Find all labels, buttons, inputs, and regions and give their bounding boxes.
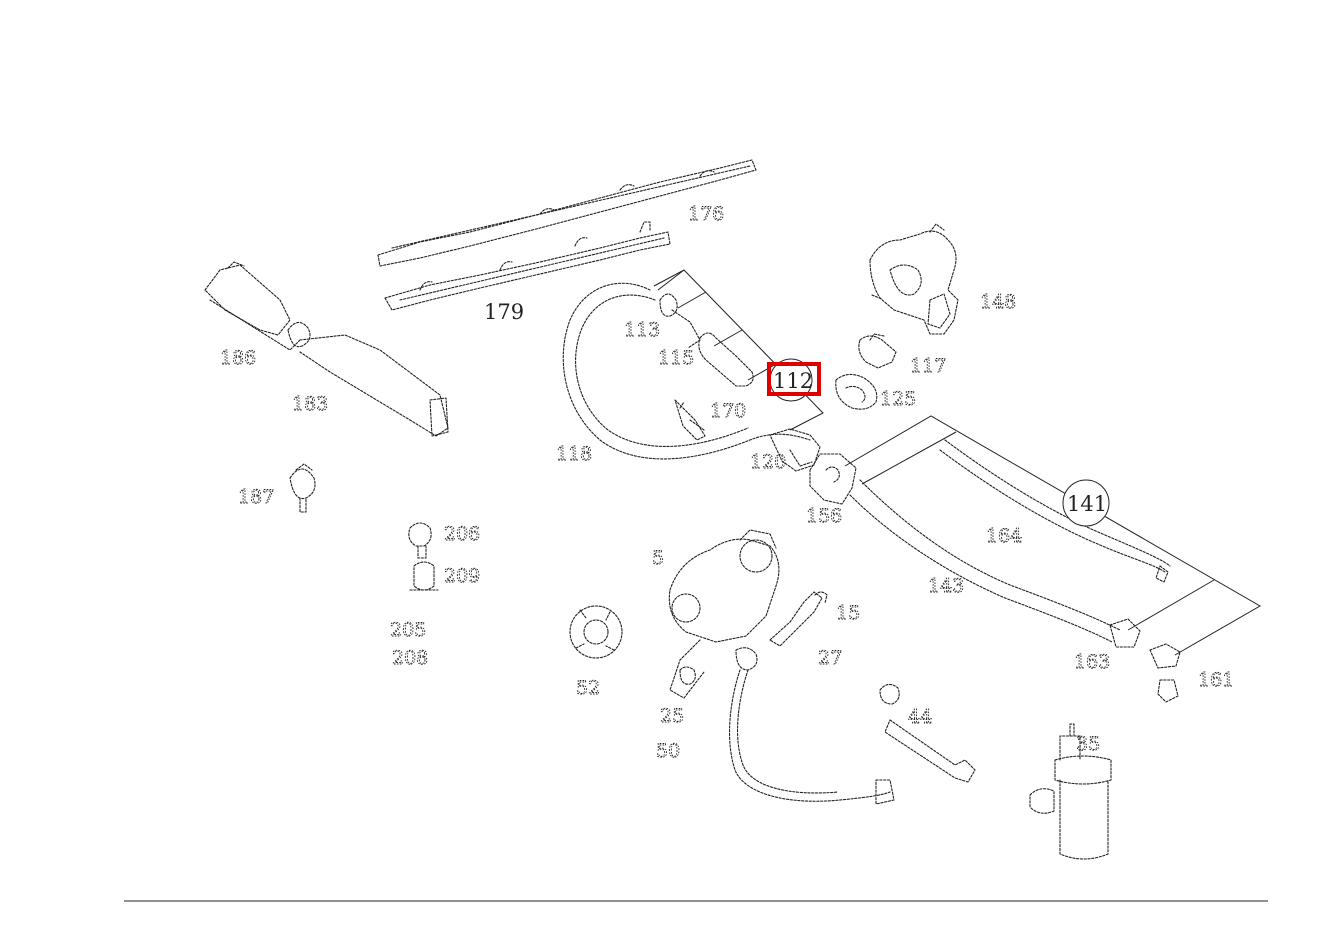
pump-assembly — [668, 529, 895, 805]
label-186: 186 — [220, 347, 256, 369]
tube-143-part — [849, 479, 1121, 643]
label-118: 118 — [556, 443, 592, 465]
end-fittings — [1109, 618, 1181, 703]
label-50: 50 — [656, 740, 680, 762]
fitting-156-part — [809, 453, 857, 505]
label-209: 209 — [444, 565, 480, 587]
part-117 — [858, 333, 897, 369]
label-141: 141 — [1067, 492, 1107, 516]
label-113: 113 — [624, 319, 660, 341]
motor-148-part — [869, 223, 959, 335]
label-27: 27 — [818, 647, 842, 669]
label-163: 163 — [1074, 651, 1110, 673]
label-156: 156 — [806, 505, 842, 527]
label-206: 206 — [444, 523, 480, 545]
highlight-box-112[interactable] — [767, 362, 821, 396]
label-205: 205 — [390, 619, 426, 641]
rail-assembly — [377, 159, 757, 311]
label-44: 44 — [908, 706, 932, 728]
label-5: 5 — [652, 547, 664, 569]
label-183: 183 — [292, 393, 328, 415]
label-112: 112 — [773, 369, 813, 393]
wheel-52-part — [569, 605, 623, 659]
label-117: 117 — [910, 355, 946, 377]
clip-parts — [408, 522, 439, 591]
label-120: 120 — [750, 451, 786, 473]
left-arm-part — [204, 261, 449, 437]
label-170: 170 — [710, 400, 746, 422]
tool-44-part — [879, 683, 976, 783]
label-25: 25 — [660, 705, 684, 727]
label-148: 148 — [980, 291, 1016, 313]
label-52: 52 — [576, 677, 600, 699]
label-176: 176 — [688, 203, 724, 225]
callout-circle-141 — [1062, 479, 1110, 527]
label-164: 164 — [986, 525, 1022, 547]
small-cap-part — [289, 463, 316, 513]
part-labels: 179 176 186 183 113 115 118 170 120 112 … — [220, 203, 1235, 763]
label-187: 187 — [238, 486, 274, 508]
label-125: 125 — [880, 388, 916, 410]
label-35: 35 — [1076, 733, 1100, 755]
label-161: 161 — [1198, 669, 1234, 691]
label-208: 208 — [392, 647, 428, 669]
label-15: 15 — [836, 602, 860, 624]
connector-125-part — [835, 373, 878, 410]
label-115: 115 — [658, 347, 694, 369]
tube-164-part — [939, 439, 1171, 583]
cylinder-35-part — [1029, 723, 1112, 860]
label-179: 179 — [484, 300, 524, 324]
label-143: 143 — [928, 575, 964, 597]
hose-assembly — [562, 282, 821, 472]
